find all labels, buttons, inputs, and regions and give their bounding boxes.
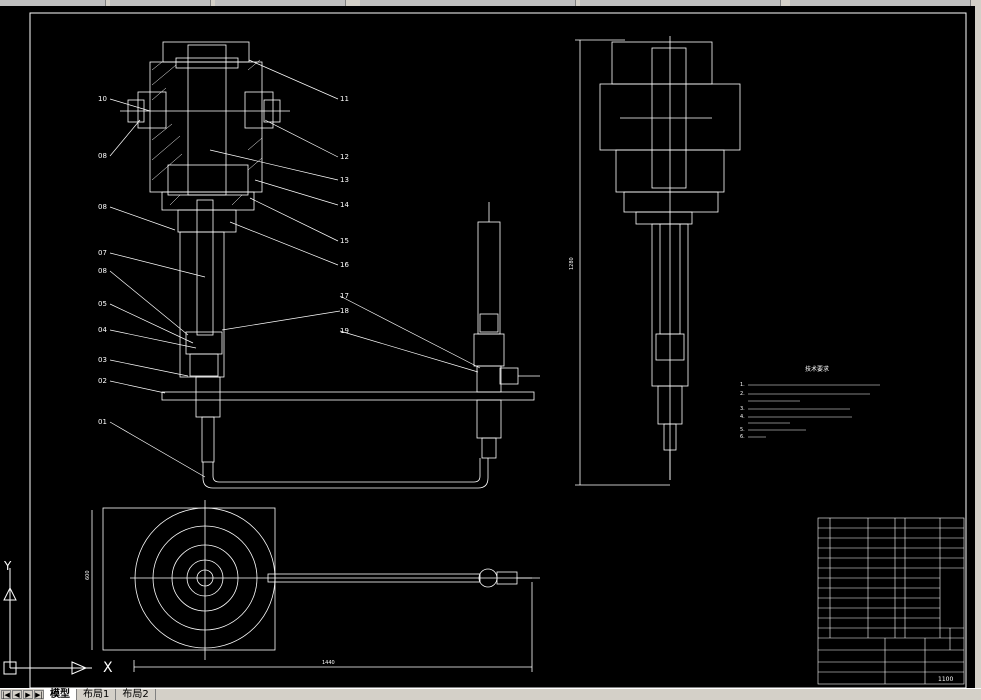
callout-label: 08 (98, 152, 107, 160)
note-line: 3. (740, 406, 745, 412)
tab-model[interactable]: 模型 (44, 689, 77, 700)
first-tab-icon[interactable]: |◀ (1, 690, 11, 699)
callout-label: 17 (340, 292, 349, 300)
drawing-frame (29, 12, 967, 689)
callout-label: 15 (340, 237, 349, 245)
callout-label: 01 (98, 418, 107, 426)
ucs-y-label: Y (3, 559, 12, 573)
dimension-left: 600 (85, 570, 91, 580)
title-block (817, 517, 965, 685)
note-line: 2. (740, 391, 745, 397)
callout-label: 19 (340, 327, 349, 335)
toolbar-button[interactable] (580, 0, 781, 6)
callout-label: 10 (98, 95, 107, 103)
layout-tab-bar: |◀ ◀ ▶ ▶| 模型 布局1 布局2 (0, 688, 981, 700)
top-view (91, 500, 540, 672)
top-toolbar-strip (0, 0, 981, 6)
note-line: 1. (740, 382, 745, 388)
callout-label: 14 (340, 201, 349, 209)
toolbar-button[interactable] (110, 0, 211, 6)
ucs-x-label: X (103, 660, 113, 676)
callout-labels-left: 10 08 08 07 08 05 04 03 02 01 (98, 95, 107, 426)
note-line: 4. (740, 414, 745, 420)
side-view (575, 36, 741, 486)
tab-layout1[interactable]: 布局1 (77, 689, 117, 700)
callout-label: 03 (98, 356, 107, 364)
technical-notes: 技术要求 1. 2. 3. 4. 5. 6. (740, 365, 829, 440)
ucs-icon (3, 568, 92, 675)
prev-tab-icon[interactable]: ◀ (12, 690, 22, 699)
callout-label: 04 (98, 326, 107, 334)
toolbar-button[interactable] (790, 0, 971, 6)
main-section-view (120, 41, 540, 489)
toolbar-button[interactable] (215, 0, 346, 6)
note-text-strokes (748, 384, 880, 438)
callout-leaders-left (109, 98, 206, 478)
callout-label: 05 (98, 300, 107, 308)
callout-label: 11 (340, 95, 349, 103)
callout-label: 08 (98, 203, 107, 211)
next-tab-icon[interactable]: ▶ (23, 690, 33, 699)
toolbar-button[interactable] (360, 0, 576, 6)
callout-label: 02 (98, 377, 107, 385)
callout-label: 08 (98, 267, 107, 275)
callout-labels-right: 11 12 13 14 15 16 17 18 19 (340, 95, 349, 335)
dimension-bottom: 1440 (322, 660, 335, 666)
tab-layout2[interactable]: 布局2 (116, 689, 156, 700)
callout-leaders-right (209, 59, 481, 373)
dimension-side: 1280 (569, 257, 575, 270)
callout-label: 16 (340, 261, 349, 269)
callout-label: 07 (98, 249, 107, 257)
note-line: 6. (740, 434, 745, 440)
title-block-code: 1100 (938, 676, 953, 683)
callout-label: 12 (340, 153, 349, 161)
callout-label: 13 (340, 176, 349, 184)
callout-label: 18 (340, 307, 349, 315)
toolbar-button[interactable] (0, 0, 106, 6)
last-tab-icon[interactable]: ▶| (34, 690, 44, 699)
notes-title: 技术要求 (805, 365, 829, 373)
vertical-scrollbar[interactable] (975, 6, 981, 688)
note-line: 5. (740, 427, 745, 433)
